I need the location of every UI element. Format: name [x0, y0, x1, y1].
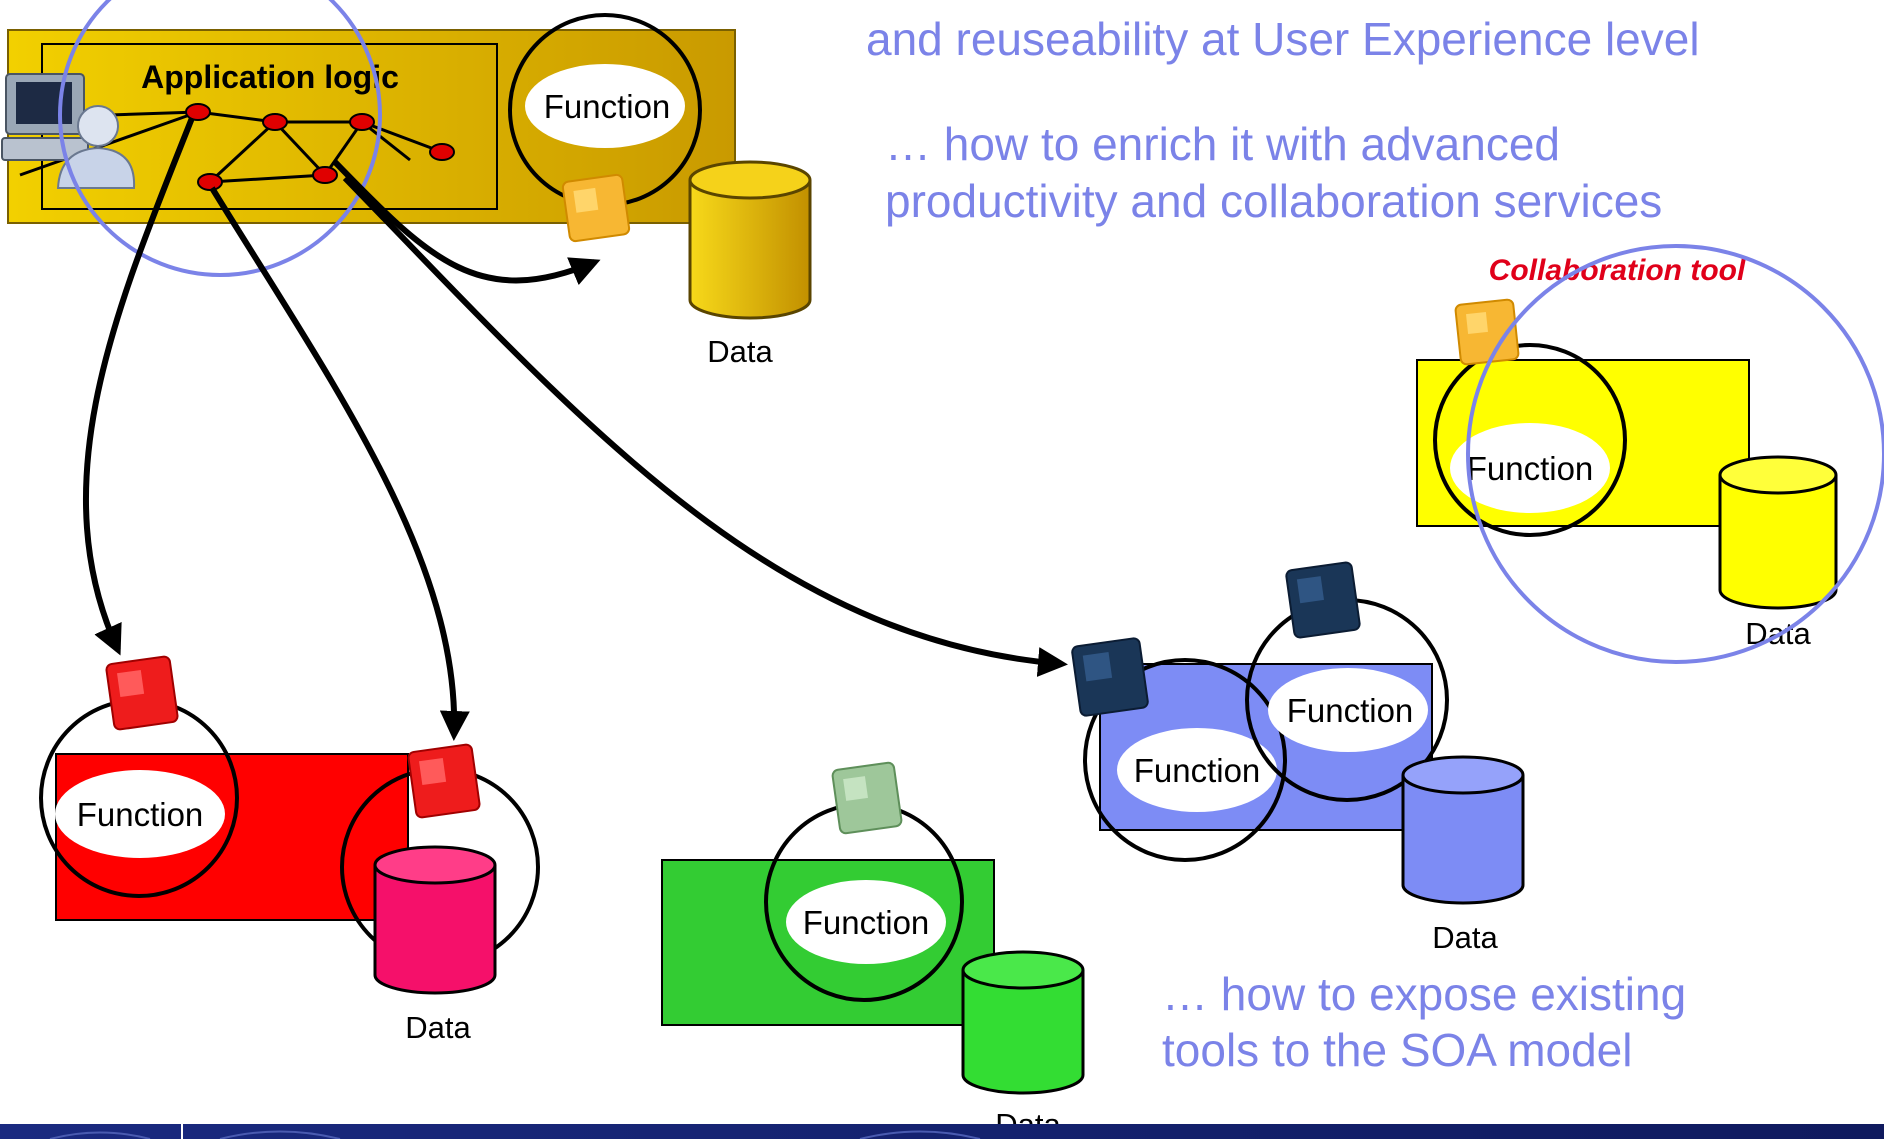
caption-middle-line-1: … how to enrich it with advanced [885, 118, 1560, 170]
caption-top-line: and reuseability at User Experience leve… [866, 13, 1700, 65]
logic-node [349, 113, 375, 131]
function-label-top: Function [544, 88, 671, 125]
function-ring-collab [1433, 343, 1627, 537]
caption-middle-line-2: productivity and collaboration services [885, 175, 1662, 227]
data-cylinder-blue [1401, 755, 1525, 905]
highlight-circle-app [58, 0, 382, 277]
function-label-collab: Function [1467, 450, 1594, 487]
call-arrows [82, 116, 1068, 741]
data-cylinder-green [961, 950, 1085, 1095]
footer-bar [0, 1124, 1884, 1139]
application-logic-label: Application logic [141, 59, 399, 95]
highlight-circle-collab [1466, 244, 1884, 664]
blue-system-block: Function Function Data [1071, 561, 1525, 955]
data-label-top: Data [707, 334, 773, 369]
data-cylinder-red [373, 845, 497, 995]
function-label-blue-left: Function [1134, 752, 1261, 789]
logic-node [262, 113, 288, 131]
collaboration-tool-block: Collaboration tool Function Data [1416, 244, 1884, 664]
arrow-to-orange-function [332, 159, 601, 286]
logic-node [197, 173, 223, 191]
service-cube-orange-collab [1454, 298, 1520, 366]
red-system-block: Function Data [39, 655, 540, 1045]
function-label-blue-right: Function [1287, 692, 1414, 729]
function-label-red: Function [77, 796, 204, 833]
service-cube-navy-right [1285, 561, 1361, 639]
service-cube-green [831, 761, 903, 835]
user-computer-icon [1, 73, 136, 189]
application-block: Application logic [1, 0, 812, 369]
caption-bottom-line-2: tools to the SOA model [1162, 1024, 1633, 1076]
data-label-blue: Data [1432, 920, 1498, 955]
function-oval-green [786, 880, 946, 964]
logic-node [185, 103, 211, 121]
function-label-green: Function [803, 904, 930, 941]
function-oval-top [525, 64, 685, 148]
green-system-block: Function Data [661, 761, 1085, 1139]
logic-nodes [185, 103, 455, 191]
service-cube-red-data [407, 743, 481, 819]
data-label-red: Data [405, 1010, 471, 1045]
service-cube-navy-left [1071, 637, 1149, 717]
service-cube-orange [561, 173, 631, 243]
arrow-to-blue-function [342, 175, 1068, 677]
service-cube-red [105, 655, 179, 731]
arrow-to-red-data [209, 186, 470, 741]
logic-node [429, 143, 455, 161]
function-oval-collab [1450, 423, 1610, 513]
logic-node [312, 166, 338, 184]
data-cylinder-collab [1718, 455, 1838, 610]
data-cylinder-top [688, 160, 812, 320]
function-oval-blue-left [1117, 728, 1277, 812]
function-ring-blue-left [1083, 658, 1287, 862]
function-oval-red [55, 770, 225, 858]
arrow-to-red-function [82, 116, 195, 656]
function-oval-blue-right [1268, 668, 1428, 752]
caption-bottom-line-1: … how to expose existing [1162, 968, 1686, 1020]
collaboration-tool-label: Collaboration tool [1489, 254, 1746, 287]
